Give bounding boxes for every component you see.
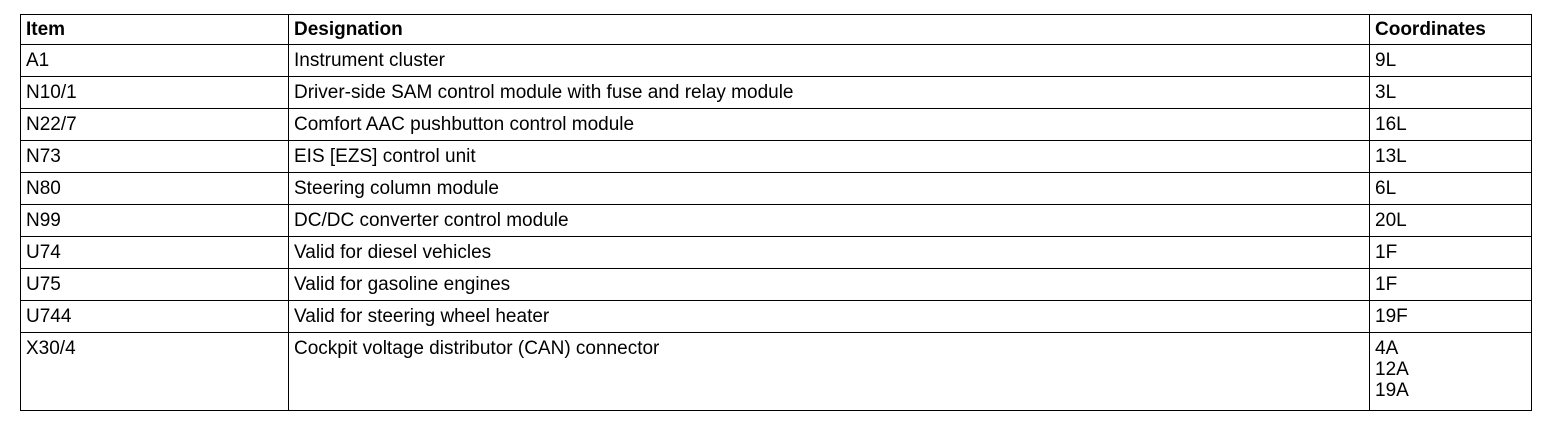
coordinate-value: 20L <box>1375 210 1407 231</box>
coordinates-cell: 9L <box>1369 44 1532 77</box>
table-row: N22/7 Comfort AAC pushbutton control mod… <box>20 108 1532 141</box>
table-row: X30/4 Cockpit voltage distributor (CAN) … <box>20 332 1532 411</box>
coordinate-value: 1F <box>1375 242 1398 263</box>
coordinate-value: 12A <box>1375 359 1409 380</box>
table-row: N99 DC/DC converter control module 20L <box>20 204 1532 237</box>
table-header: Item Designation Coordinates <box>20 14 1532 45</box>
header-designation: Designation <box>288 14 1370 45</box>
coordinates-cell: 13L <box>1369 140 1532 173</box>
coordinates-cell: 16L <box>1369 108 1532 141</box>
legend-table: Item Designation Coordinates A1 Instrume… <box>20 14 1532 411</box>
coordinates-cell: 4A 12A 19A <box>1369 332 1532 411</box>
table-row: N10/1 Driver-side SAM control module wit… <box>20 76 1532 109</box>
header-row: Item Designation Coordinates <box>20 14 1532 45</box>
header-item: Item <box>20 14 289 45</box>
item-cell: U75 <box>20 268 289 301</box>
coordinates-cell: 3L <box>1369 76 1532 109</box>
header-coordinates: Coordinates <box>1369 14 1532 45</box>
item-cell: N10/1 <box>20 76 289 109</box>
designation-cell: Cockpit voltage distributor (CAN) connec… <box>288 332 1370 411</box>
item-cell: U74 <box>20 236 289 269</box>
coordinate-value: 19F <box>1375 306 1408 327</box>
designation-cell: Valid for gasoline engines <box>288 268 1370 301</box>
coordinates-cell: 6L <box>1369 172 1532 205</box>
item-cell: U744 <box>20 300 289 333</box>
coordinates-cell: 1F <box>1369 236 1532 269</box>
item-cell: N73 <box>20 140 289 173</box>
designation-cell: EIS [EZS] control unit <box>288 140 1370 173</box>
item-cell: N99 <box>20 204 289 237</box>
coordinate-value: 19A <box>1375 380 1409 401</box>
coordinate-value: 4A <box>1375 338 1399 359</box>
designation-cell: Valid for steering wheel heater <box>288 300 1370 333</box>
coordinates-cell: 1F <box>1369 268 1532 301</box>
coordinate-value: 6L <box>1375 178 1397 199</box>
designation-cell: Steering column module <box>288 172 1370 205</box>
table-row: U75 Valid for gasoline engines 1F <box>20 268 1532 301</box>
table-row: N80 Steering column module 6L <box>20 172 1532 205</box>
item-cell: N22/7 <box>20 108 289 141</box>
coordinate-value: 16L <box>1375 114 1407 135</box>
designation-cell: DC/DC converter control module <box>288 204 1370 237</box>
coordinate-value: 9L <box>1375 50 1397 71</box>
coordinate-value: 3L <box>1375 82 1397 103</box>
coordinates-cell: 20L <box>1369 204 1532 237</box>
table-row: A1 Instrument cluster 9L <box>20 44 1532 77</box>
item-cell: A1 <box>20 44 289 77</box>
designation-cell: Valid for diesel vehicles <box>288 236 1370 269</box>
table-row: U74 Valid for diesel vehicles 1F <box>20 236 1532 269</box>
item-cell: N80 <box>20 172 289 205</box>
table-row: N73 EIS [EZS] control unit 13L <box>20 140 1532 173</box>
coordinate-value: 13L <box>1375 146 1407 167</box>
designation-cell: Driver-side SAM control module with fuse… <box>288 76 1370 109</box>
table-row: U744 Valid for steering wheel heater 19F <box>20 300 1532 333</box>
coordinate-value: 1F <box>1375 274 1398 295</box>
designation-cell: Instrument cluster <box>288 44 1370 77</box>
designation-cell: Comfort AAC pushbutton control module <box>288 108 1370 141</box>
item-cell: X30/4 <box>20 332 289 411</box>
table-body: A1 Instrument cluster 9L N10/1 Driver-si… <box>20 44 1532 411</box>
coordinates-cell: 19F <box>1369 300 1532 333</box>
